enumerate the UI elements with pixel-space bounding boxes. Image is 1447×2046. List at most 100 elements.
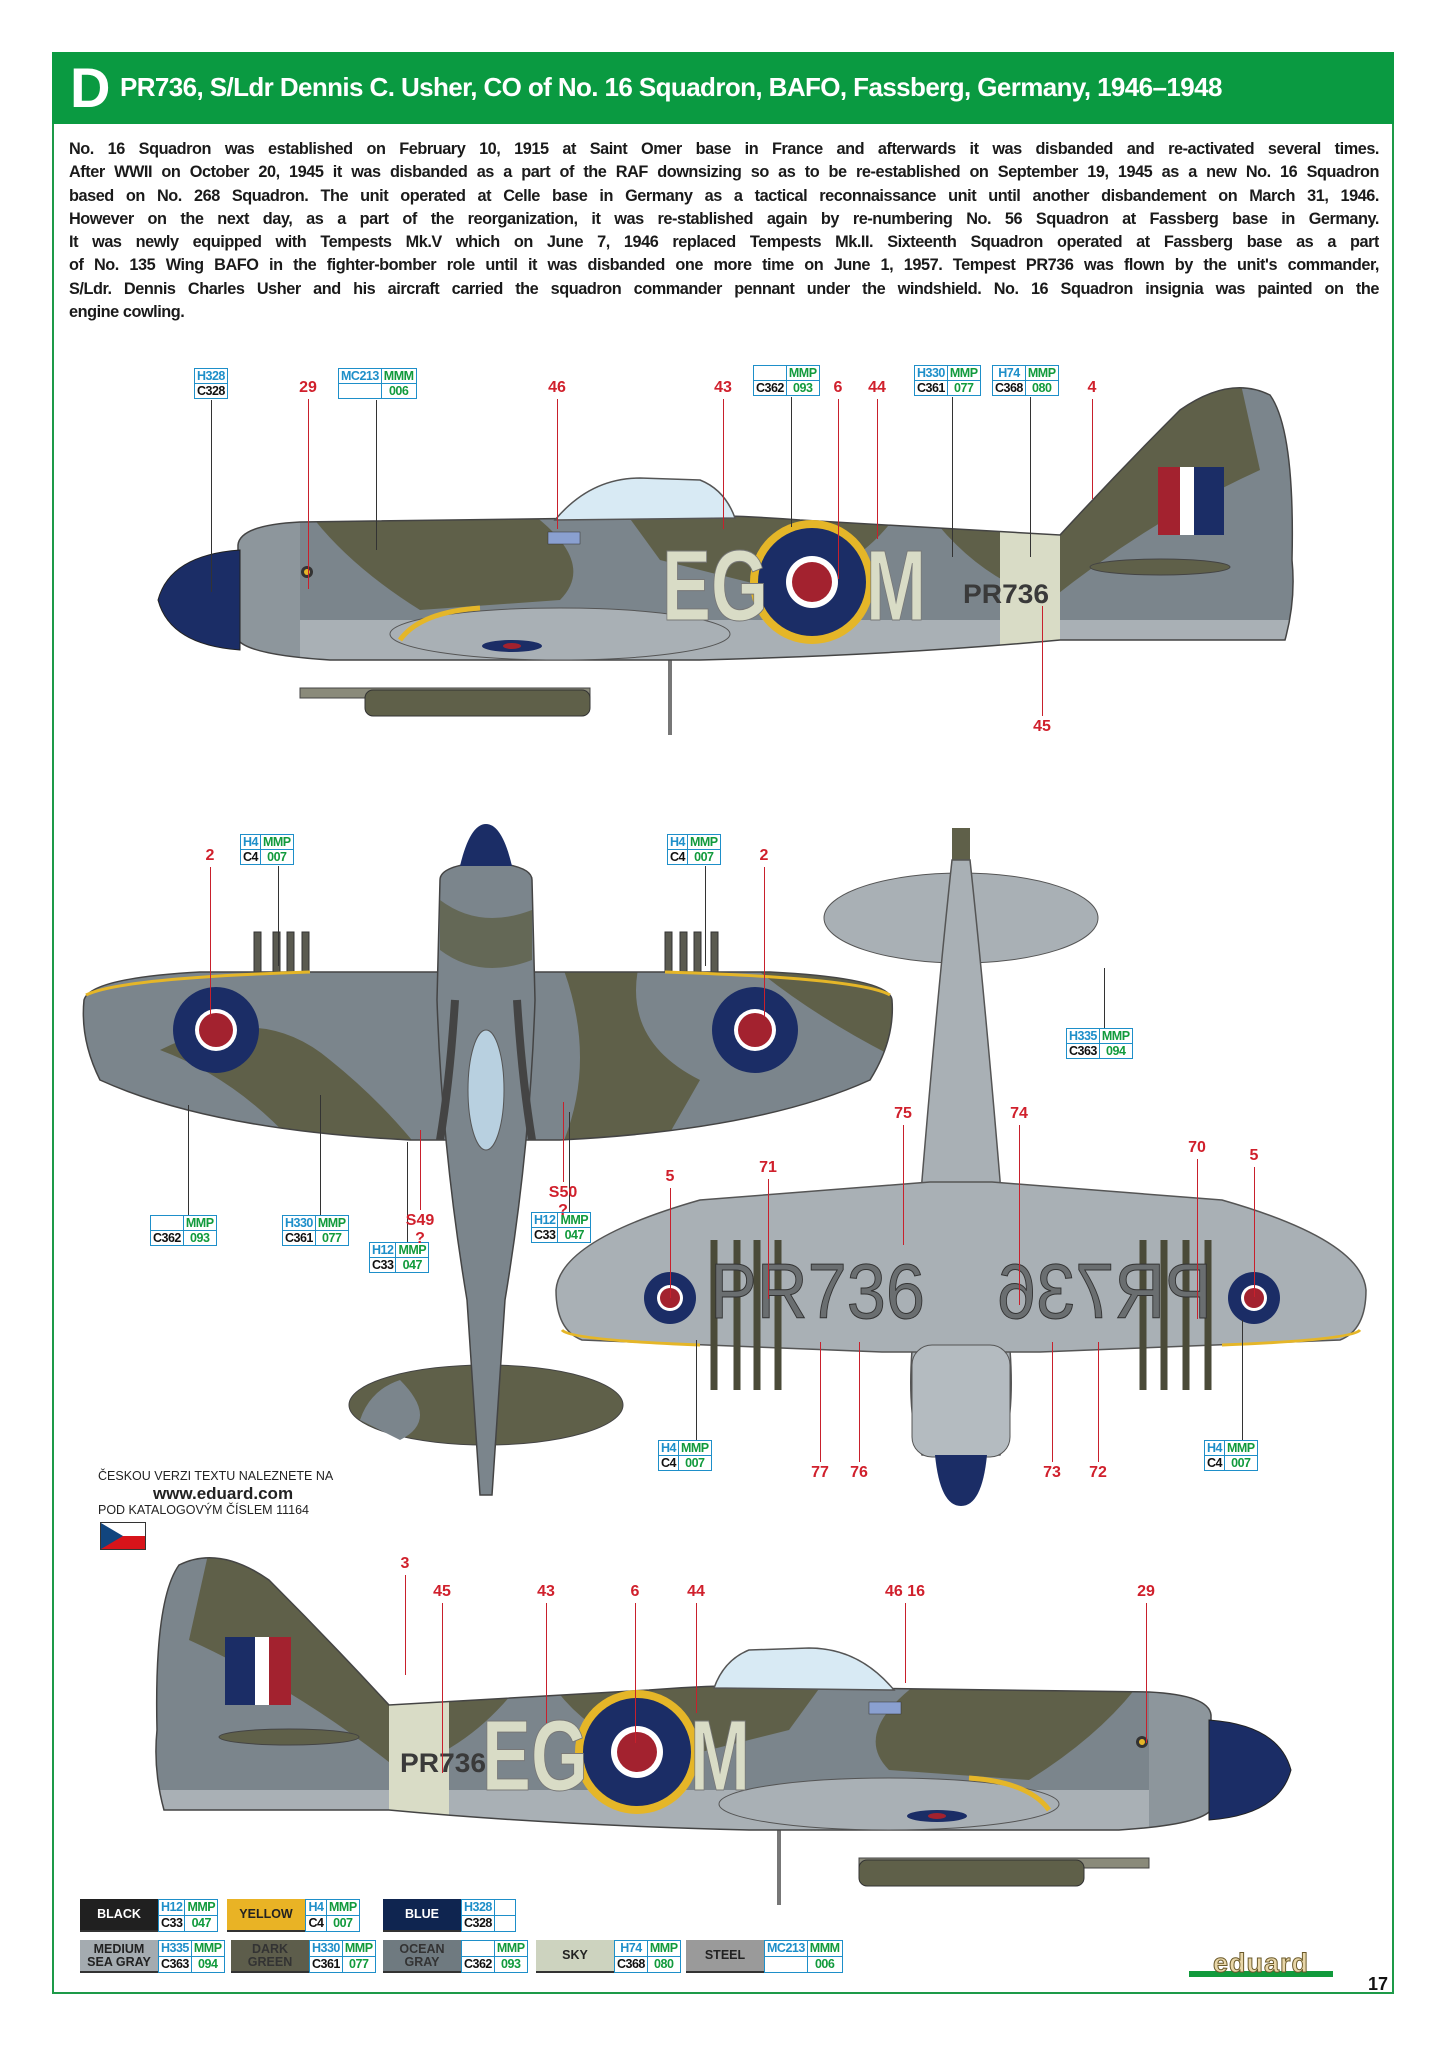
paint-code: MMP — [647, 1941, 680, 1957]
paint-code: 007 — [694, 850, 714, 864]
color-swatch: MEDIUM SEA GRAY — [80, 1940, 158, 1973]
part-number-label: 70 — [1188, 1139, 1206, 1156]
leader-line — [877, 399, 878, 539]
czech-note-line: POD KATALOGOVÝM ČÍSLEM — [98, 1503, 273, 1517]
paint-code: MMP — [558, 1213, 591, 1228]
paint-code: H4 — [241, 835, 261, 850]
paint-code: MMP — [1025, 366, 1058, 381]
code-letter-right: M — [866, 530, 926, 642]
paint-code: MMP — [687, 835, 720, 850]
code-letters-left: EG — [662, 530, 768, 642]
leader-line — [952, 397, 953, 557]
color-swatch: YELLOW — [227, 1899, 305, 1932]
leader-line — [1098, 1342, 1099, 1462]
paint-code: MC213 — [339, 369, 382, 384]
part-number-label: 77 — [811, 1464, 829, 1481]
paint-code: C4 — [668, 850, 688, 864]
code-letter-right: M — [690, 1700, 750, 1812]
paint-code: 047 — [564, 1228, 585, 1242]
paint-code: MMP — [1224, 1441, 1257, 1456]
leader-line — [376, 400, 377, 550]
paint-code: H4 — [1205, 1441, 1225, 1456]
paint-code: C33 — [159, 1916, 186, 1931]
profile-title: PR736, S/Ldr Dennis C. Usher, CO of No. … — [120, 72, 1222, 102]
top-view — [82, 824, 894, 1496]
paint-code: C328 — [462, 1916, 495, 1931]
paint-code: C362 — [462, 1957, 495, 1972]
paint-code: C362 — [151, 1231, 184, 1245]
leader-line — [1052, 1342, 1053, 1462]
paint-code: 093 — [501, 1957, 521, 1971]
underside-view: PR736 PR736 — [555, 828, 1367, 1506]
paint-code: 007 — [685, 1456, 705, 1470]
paint-code — [494, 1900, 515, 1916]
underwing-serial-left: PR736 — [710, 1247, 925, 1335]
paint-code: MMM — [807, 1941, 842, 1957]
paint-code: MMP — [315, 1216, 348, 1231]
paint-code: 007 — [333, 1916, 353, 1930]
paint-code: C362 — [754, 381, 787, 395]
part-number-label: 72 — [1089, 1464, 1107, 1481]
paint-code: H328 — [462, 1900, 495, 1916]
part-number-label: 5 — [665, 1168, 675, 1185]
paint-code: MMP — [342, 1941, 375, 1957]
paint-code: C33 — [370, 1258, 397, 1272]
paint-code: MMM — [381, 369, 416, 384]
leader-line — [442, 1603, 443, 1773]
part-number-label: 46 — [548, 379, 566, 396]
paint-code: C4 — [659, 1456, 679, 1470]
paint-code: 006 — [388, 384, 409, 398]
paint-code: H335 — [159, 1941, 192, 1957]
paint-code: 094 — [1106, 1044, 1126, 1058]
leader-line — [1042, 606, 1043, 716]
catalog-number: 11164 — [276, 1503, 309, 1517]
paint-code — [462, 1941, 495, 1957]
color-swatch: DARK GREEN — [231, 1940, 309, 1973]
paint-code: C361 — [310, 1957, 343, 1972]
leader-line — [635, 1603, 636, 1743]
description-line: It was newly equipped with Tempests Mk.V… — [69, 233, 1379, 252]
website-link[interactable]: www.eduard.com — [152, 1484, 294, 1503]
color-swatch: STEEL — [686, 1940, 764, 1973]
paint-code: C368 — [993, 381, 1026, 395]
profile-letter: D — [70, 56, 111, 119]
part-number-label: 4 — [1087, 379, 1097, 396]
leader-line — [557, 399, 558, 529]
part-number-label: 44 — [868, 379, 886, 396]
part-number-label: 29 — [1137, 1583, 1155, 1600]
part-number-label: 45 — [1033, 718, 1051, 735]
paint-code — [151, 1216, 184, 1231]
paint-code: H4 — [306, 1900, 327, 1916]
part-number-label: 43 — [537, 1583, 555, 1600]
leader-line — [723, 399, 724, 529]
paint-code: 047 — [191, 1916, 212, 1930]
leader-line — [696, 1603, 697, 1713]
paint-code: MMP — [947, 366, 980, 381]
paint-code: MMP — [185, 1900, 218, 1916]
part-number-label: S50 ? — [548, 1184, 578, 1219]
part-number-label: 3 — [400, 1555, 410, 1572]
part-number-label: 5 — [1249, 1147, 1259, 1164]
leader-line — [1146, 1603, 1147, 1743]
leader-line — [1254, 1167, 1255, 1297]
part-number-label: 76 — [850, 1464, 868, 1481]
history-description: No. 16 Squadron was established on Febru… — [69, 138, 1379, 324]
paint-code: H330 — [283, 1216, 316, 1231]
czech-note-line: ČESKOU VERZI TEXTU NALEZNETE NA — [98, 1469, 334, 1483]
leader-line — [903, 1125, 904, 1245]
paint-code: C361 — [915, 381, 948, 395]
paint-code: H335 — [1067, 1029, 1100, 1044]
